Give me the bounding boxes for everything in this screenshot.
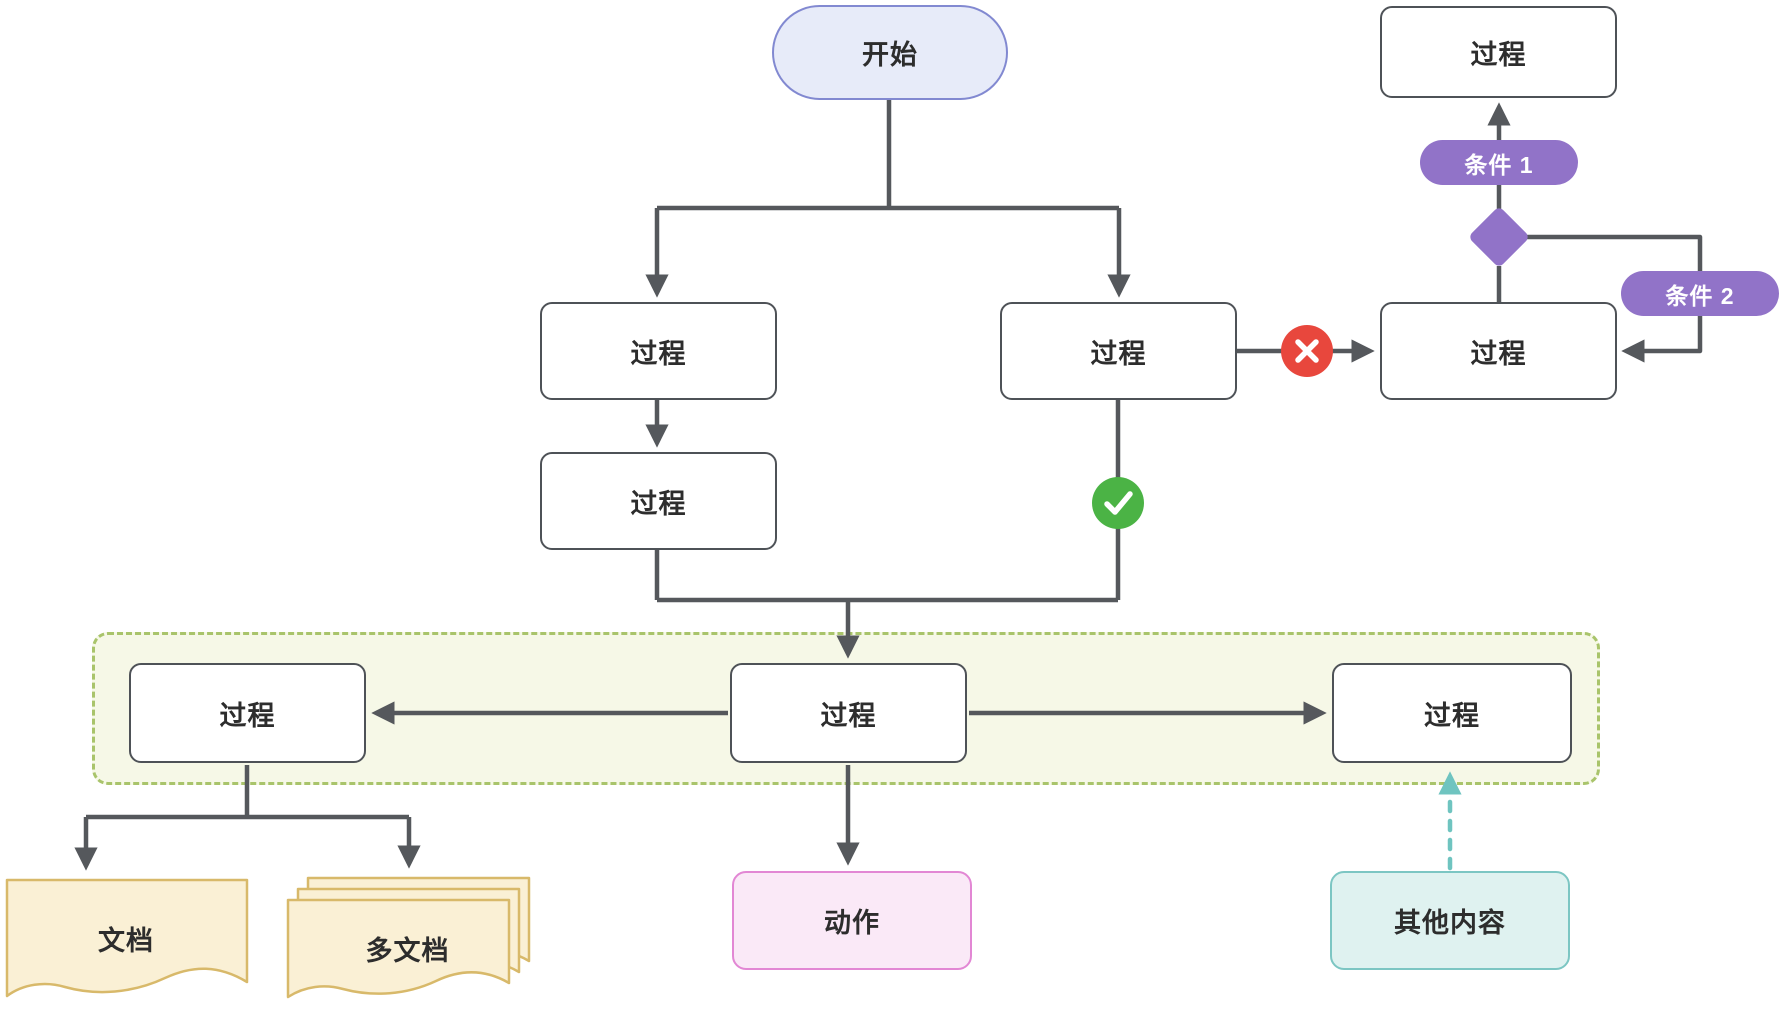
- node-sub-left-process: 过程: [129, 663, 366, 763]
- node-other-content: 其他内容: [1330, 871, 1570, 970]
- node-action: 动作: [732, 871, 972, 970]
- node-start-label: 开始: [862, 40, 918, 70]
- edge-label-condition-2: 条件 2: [1621, 271, 1779, 316]
- node-label: 过程: [630, 488, 687, 519]
- edge-label-condition-1: 条件 1: [1420, 140, 1578, 185]
- node-process-condition-hub: 过程: [1380, 302, 1617, 400]
- multi-document-label: 多文档: [286, 908, 529, 988]
- condition-2-text: 条件 2: [1665, 282, 1735, 309]
- node-label: 过程: [630, 338, 687, 369]
- node-sub-center-process: 过程: [730, 663, 967, 763]
- node-label: 过程: [219, 700, 276, 731]
- node-label: 动作: [824, 908, 880, 938]
- node-process-condition-result: 过程: [1380, 6, 1617, 98]
- condition-1-text: 条件 1: [1464, 151, 1534, 178]
- node-label: 过程: [1090, 338, 1147, 369]
- error-badge: [1281, 325, 1333, 377]
- node-label: 过程: [820, 700, 877, 731]
- cross-icon: [1295, 339, 1319, 363]
- document-label: 文档: [5, 898, 247, 978]
- node-label: 文档: [98, 925, 154, 956]
- node-process-branch-right: 过程: [1000, 302, 1237, 400]
- success-badge: [1092, 477, 1144, 529]
- node-process-left-step2: 过程: [540, 452, 777, 550]
- node-label: 过程: [1470, 338, 1527, 369]
- node-label: 过程: [1470, 39, 1527, 70]
- multi-document-shape: [286, 876, 531, 999]
- node-label: 其他内容: [1394, 908, 1506, 938]
- node-sub-right-process: 过程: [1332, 663, 1572, 763]
- node-process-branch-left: 过程: [540, 302, 777, 400]
- node-start: 开始: [772, 5, 1008, 100]
- node-label: 多文档: [365, 935, 450, 966]
- check-icon: [1104, 491, 1133, 515]
- node-label: 过程: [1424, 700, 1480, 731]
- document-shape: [5, 878, 249, 998]
